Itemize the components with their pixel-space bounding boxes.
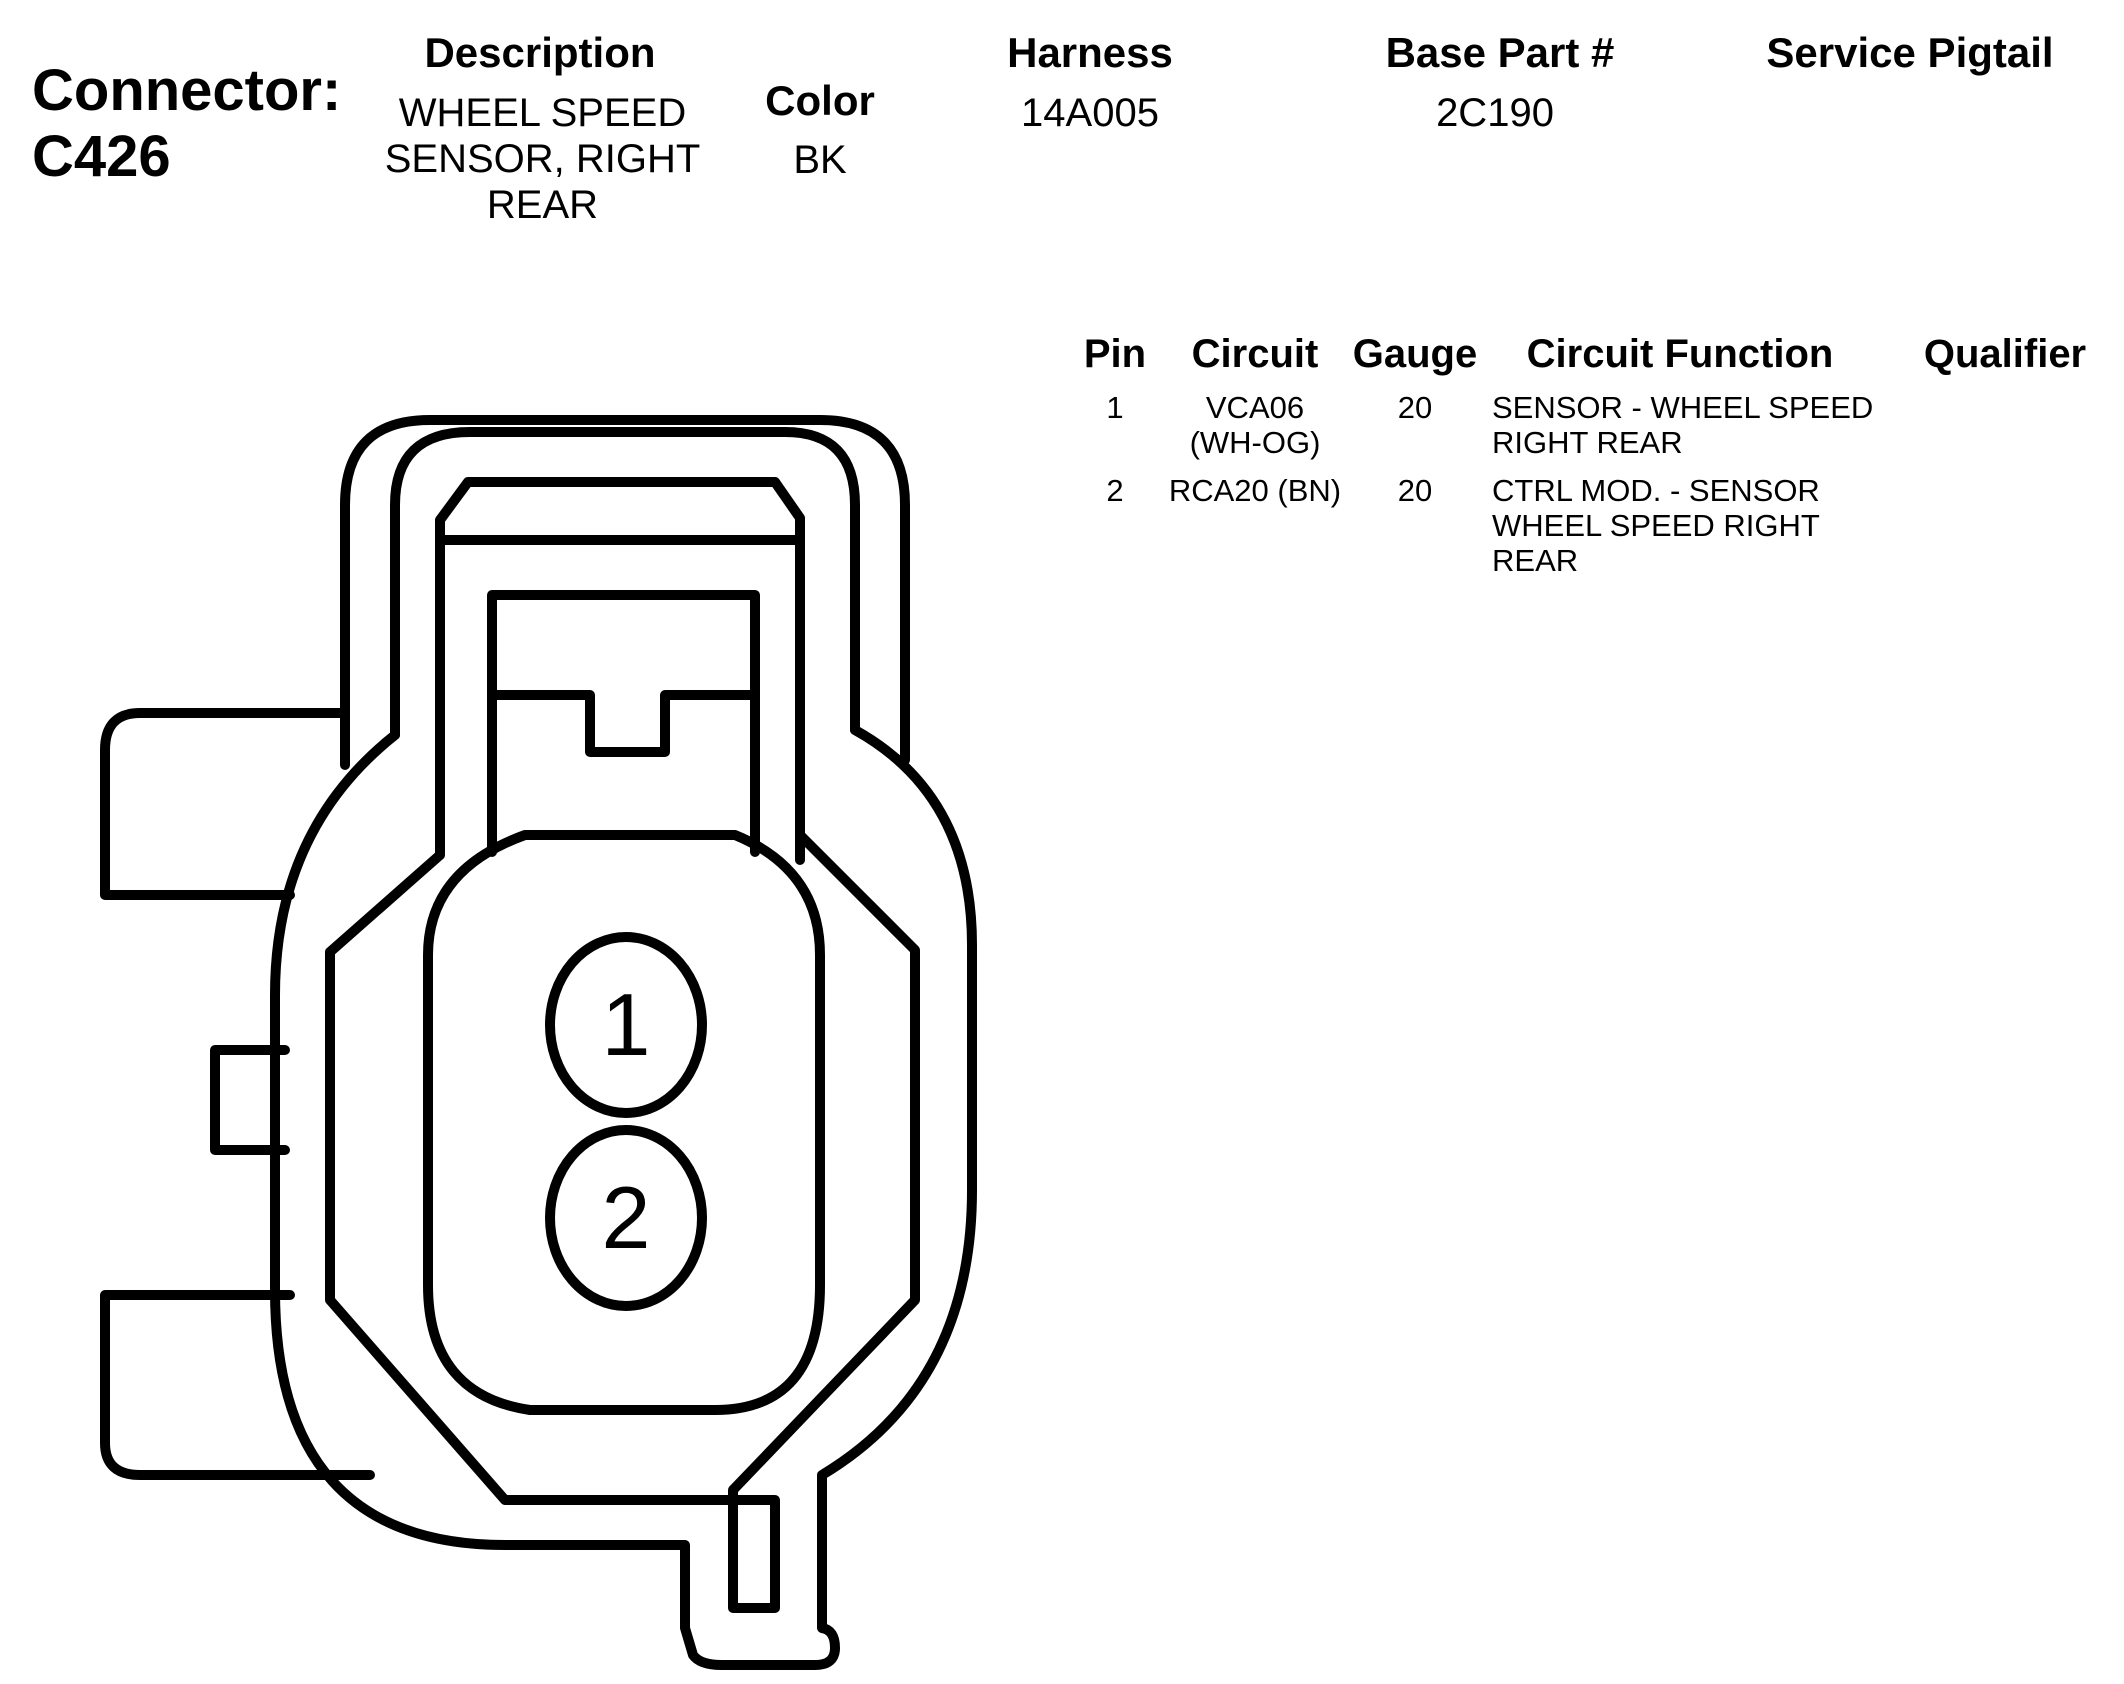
lock-channel (435, 477, 805, 865)
pin-table-header-qualifier: Qualifier (1923, 332, 2087, 376)
latch-tab-middle (210, 1045, 290, 1155)
function-line-1: SENSOR - WHEEL SPEED (1492, 390, 1874, 425)
pin-table-header-circuit: Circuit (1191, 332, 1319, 376)
pin-number: 1 (1106, 390, 1124, 425)
pin-number: 2 (1106, 473, 1124, 508)
pin-1-circle (545, 932, 707, 1118)
pin-1-label: 1 (601, 975, 651, 1074)
lock-notch (487, 690, 760, 757)
circuit-line-1: VCA06 (1205, 390, 1305, 425)
lock-window (487, 590, 760, 857)
harness-value: 14A005 (1021, 91, 1159, 135)
pin-table-header-pin: Pin (1083, 332, 1147, 376)
pin-table-header-function: Circuit Function (1526, 332, 1834, 376)
color-header: Color (765, 77, 875, 124)
function-line-3: REAR (1492, 543, 1579, 578)
pin-cavity (423, 830, 825, 1415)
service-pigtail-header: Service Pigtail (1766, 29, 2054, 76)
base-part-header: Base Part # (1385, 29, 1615, 76)
color-value: BK (793, 138, 847, 182)
outer-head (340, 415, 910, 770)
circuit-line-2: (WH-OG) (1189, 425, 1321, 460)
harness-header: Harness (1007, 29, 1173, 76)
function-line-2: WHEEL SPEED RIGHT (1492, 508, 1820, 543)
function-line-1: CTRL MOD. - SENSOR (1492, 473, 1820, 508)
pin-table-header-gauge: Gauge (1352, 332, 1478, 376)
gauge: 20 (1397, 390, 1433, 425)
gauge: 20 (1397, 473, 1433, 508)
base-part-value: 2C190 (1436, 91, 1554, 135)
inner-head (390, 427, 860, 740)
connector-label: Connector: (32, 58, 342, 123)
description-header: Description (424, 29, 656, 76)
outer-body (270, 725, 977, 1670)
description-value: WHEEL SPEED SENSOR, RIGHT REAR (384, 91, 701, 227)
pin-2-circle (545, 1125, 707, 1311)
octagonal-frame (325, 830, 920, 1613)
latch-tab-bottom (100, 1290, 375, 1480)
connector-id: C426 (32, 124, 171, 189)
latch-tab-top (100, 708, 345, 900)
circuit-line-1: RCA20 (BN) (1168, 473, 1342, 508)
function-line-2: RIGHT REAR (1492, 425, 1683, 460)
pin-2-label: 2 (601, 1168, 651, 1267)
